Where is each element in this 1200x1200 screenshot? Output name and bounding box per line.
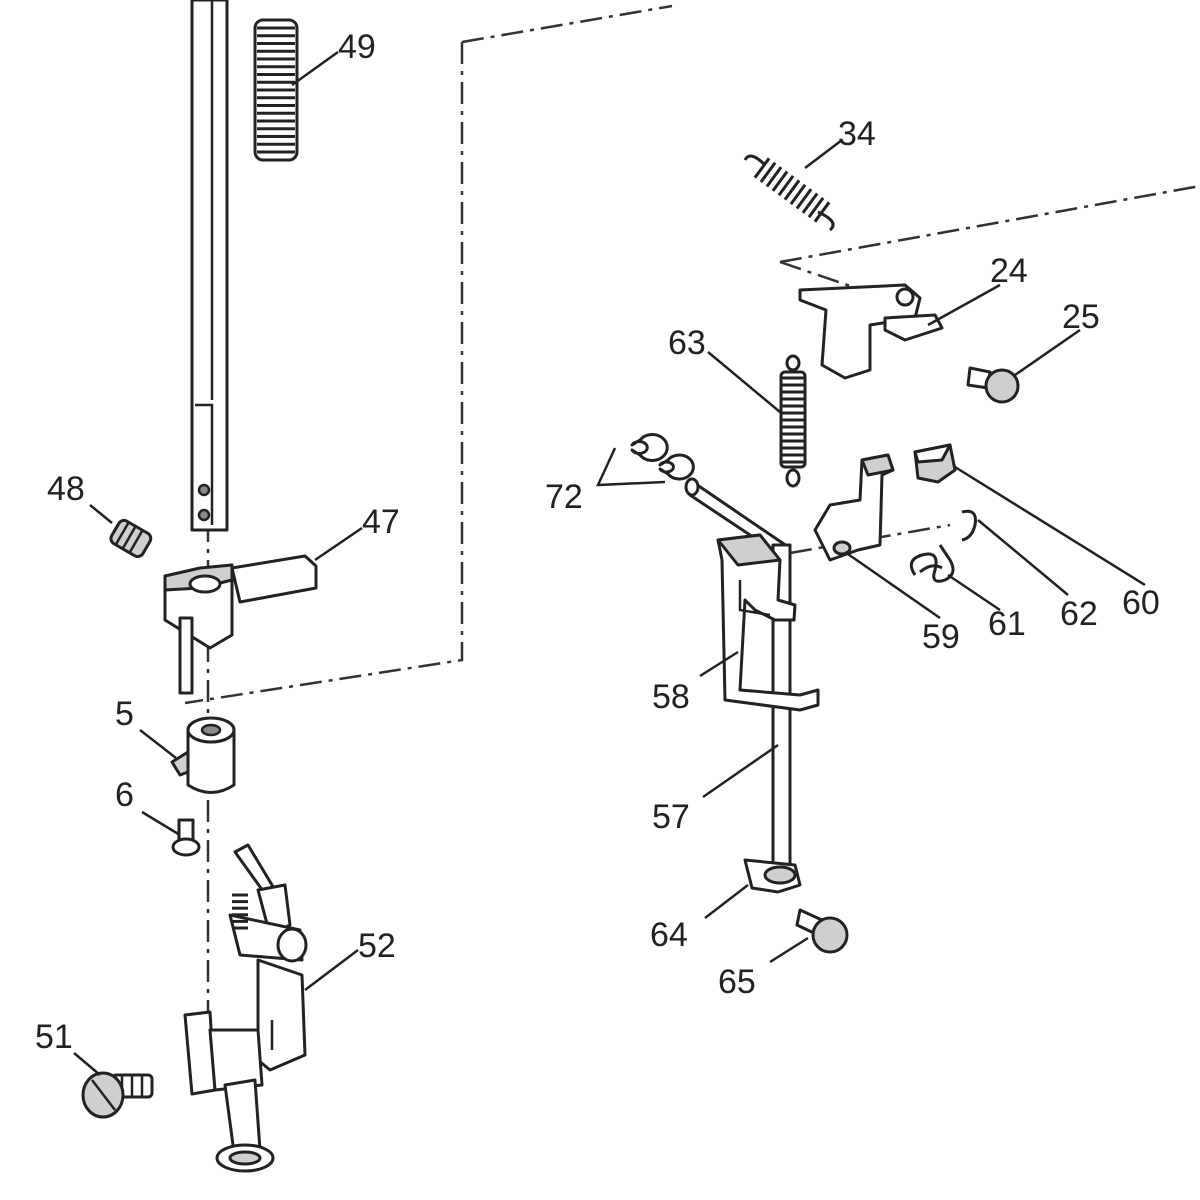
tension-spring-34 <box>743 154 835 232</box>
callout-52: 52 <box>358 927 396 965</box>
rod-guide-64 <box>743 858 802 894</box>
set-screw-48 <box>109 518 153 559</box>
presser-foot-assembly <box>183 843 308 1173</box>
callout-72: 72 <box>545 478 583 516</box>
callout-51: 51 <box>35 1018 73 1056</box>
foot-holder-collar <box>170 716 236 794</box>
callout-labels: 49 34 24 25 63 72 48 47 60 62 61 59 58 5… <box>35 28 1160 1056</box>
callout-24: 24 <box>990 252 1028 290</box>
callout-58: 58 <box>652 678 690 716</box>
callout-65: 65 <box>718 963 756 1001</box>
callout-6: 6 <box>115 776 134 814</box>
callout-48: 48 <box>47 470 85 508</box>
callout-59: 59 <box>922 618 960 656</box>
presser-bar-guide-bracket <box>163 554 318 695</box>
screw-25 <box>966 366 1020 404</box>
callout-63: 63 <box>668 324 706 362</box>
screw-65 <box>795 908 849 954</box>
extension-spring-63 <box>779 354 807 488</box>
retaining-ring-72b <box>658 453 695 481</box>
presser-bar-spring <box>253 18 299 162</box>
callout-5: 5 <box>115 695 134 733</box>
thumb-screw-51 <box>81 1071 154 1119</box>
screw-6 <box>171 818 201 857</box>
callout-64: 64 <box>650 916 688 954</box>
lever-59 <box>813 453 895 562</box>
callout-61: 61 <box>988 605 1026 643</box>
callout-25: 25 <box>1062 298 1100 336</box>
callout-62: 62 <box>1060 595 1098 633</box>
dashed-assembly-lines <box>184 4 1200 1050</box>
callout-57: 57 <box>652 798 690 836</box>
retaining-ring-72a <box>630 433 669 462</box>
cushion-block-60 <box>913 443 957 484</box>
e-ring-62 <box>961 509 977 542</box>
lifter-plate-58 <box>716 533 820 712</box>
lever-bracket-24 <box>798 283 944 380</box>
callout-34: 34 <box>838 115 876 153</box>
torsion-spring-61 <box>909 544 955 583</box>
callout-47: 47 <box>362 503 400 541</box>
presser-bar <box>190 0 229 532</box>
callout-49: 49 <box>338 28 376 66</box>
callout-60: 60 <box>1122 584 1160 622</box>
leader-lines <box>73 50 1146 1076</box>
